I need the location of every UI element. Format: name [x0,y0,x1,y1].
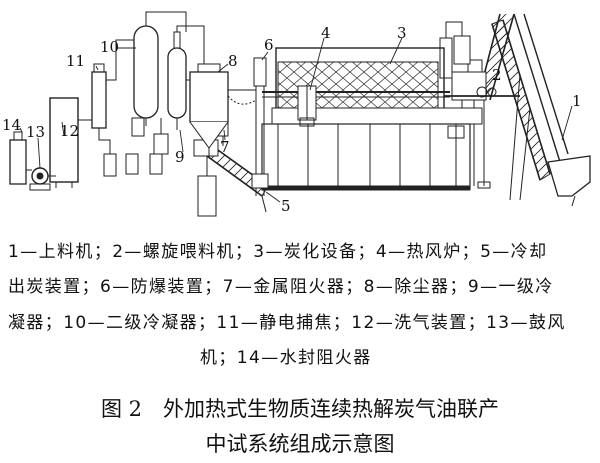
figure-caption-line-2: 中试系统组成示意图 [205,432,395,456]
water-seal-flame-arrester [9,131,32,185]
explosion-proof-device [251,57,269,196]
label-14: 14 [2,116,21,134]
label-5: 5 [281,197,291,215]
label-2: 2 [492,66,502,84]
leader-lines [19,37,573,203]
gas-scrubber [49,97,92,188]
legend-line-2: 出炭装置；6—防爆装置；7—金属阻火器；8—除尘器；9—一级冷 [8,277,554,297]
primary-condenser [167,25,205,130]
label-4: 4 [321,24,331,42]
dust-collector [189,63,257,158]
label-11: 11 [66,52,85,70]
feeder-conveyor [477,13,591,207]
screw-feeder [440,59,520,189]
blower [29,167,56,191]
cooling-discharge [193,139,269,217]
label-13: 13 [26,123,45,141]
label-8: 8 [228,52,238,70]
carbonization-equipment [261,21,483,191]
legend-line-4: 机；14—水封阻火器 [200,348,372,368]
label-3: 3 [397,24,407,42]
legend-line-3: 凝器；10—二级冷凝器；11—静电捕焦；12—洗气装置；13—鼓风 [8,313,566,333]
legend-line-1: 1—上料机；2—螺旋喂料机；3—炭化设备；4—热风炉；5—冷却 [8,242,548,262]
label-9: 9 [175,148,185,166]
label-6: 6 [264,36,274,54]
label-1: 1 [572,92,582,110]
label-10: 10 [100,38,119,56]
system-diagram: 1 2 3 4 5 6 7 8 9 10 11 12 13 14 [2,11,591,217]
secondary-condenser [125,11,187,175]
label-12: 12 [60,122,79,140]
label-7: 7 [220,138,230,156]
figure-caption-line-1: 图 2 外加热式生物质连续热解炭气油联产 [100,397,500,421]
electrostatic-tar-catcher [91,39,134,177]
hot-air-furnace [297,85,317,127]
